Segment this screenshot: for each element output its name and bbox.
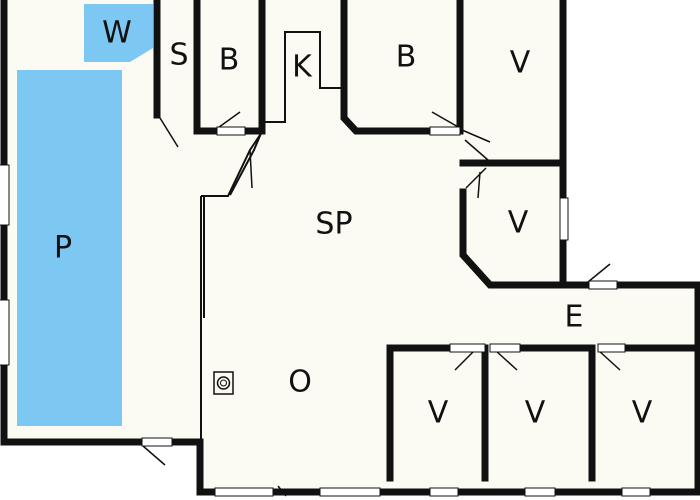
room-label-whirlpool: W [102, 16, 132, 51]
wall-openings [0, 126, 651, 497]
room-label-bedroom-top-right: V [510, 46, 531, 81]
door-swings [142, 111, 621, 497]
stove-icon [213, 371, 234, 395]
room-label-entrance: E [565, 300, 584, 335]
room-label-bedroom-bottom-2: V [525, 396, 546, 431]
room-label-bedroom-right-middle: V [508, 206, 529, 241]
room-label-living: O [288, 365, 312, 400]
thin-partitions [0, 31, 567, 440]
room-label-bedroom-bottom-1: V [428, 396, 449, 431]
room-label-pool: P [54, 231, 72, 266]
room-label-bedroom-bottom-3: V [632, 396, 653, 431]
pool-water [17, 70, 122, 426]
room-label-sauna: S [169, 38, 188, 73]
room-label-bathroom-1: B [219, 43, 240, 78]
room-label-dining: SP [315, 207, 352, 242]
whirlpool-water [84, 4, 153, 62]
room-label-bathroom-2: B [396, 40, 417, 75]
room-label-kitchen: K [292, 50, 313, 85]
